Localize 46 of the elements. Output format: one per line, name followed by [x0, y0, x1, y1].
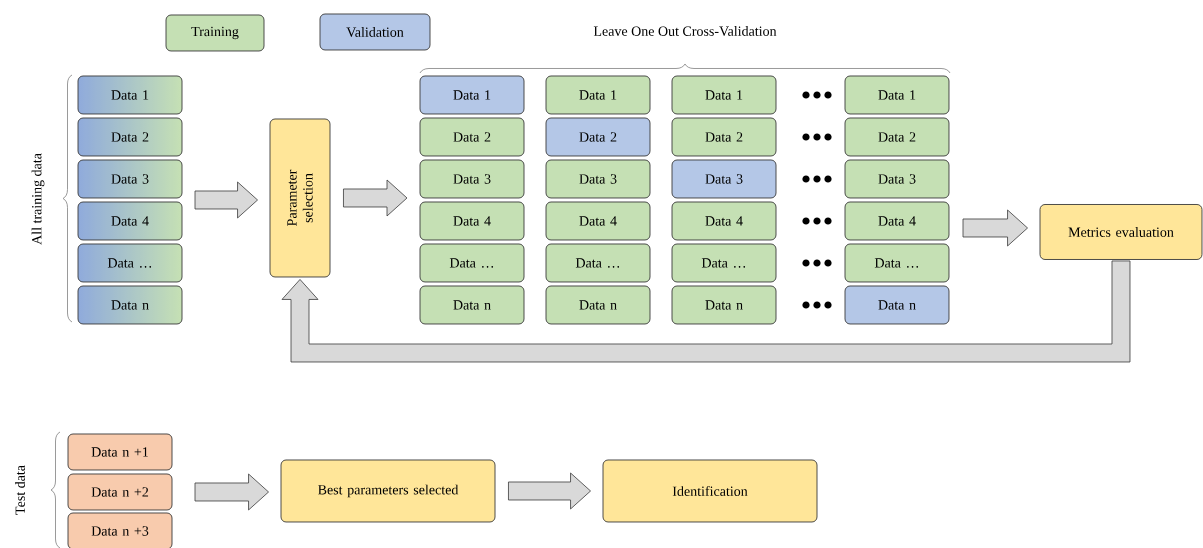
data-box: Data n +3 — [67, 512, 173, 548]
data-box: Data n — [671, 285, 777, 325]
data-box: Data 1 — [844, 75, 950, 115]
data-box: Data 1 — [545, 75, 651, 115]
data-box: Data 4 — [419, 201, 525, 241]
data-box: Data 2 — [419, 117, 525, 157]
data-box: Data 4 — [77, 201, 183, 241]
data-box: Data 2 — [671, 117, 777, 157]
data-box: Data … — [545, 243, 651, 283]
label: Test data — [15, 465, 25, 515]
data-box: Data n — [844, 285, 950, 325]
label: All training data — [31, 153, 45, 245]
process-box: Best parameters selected — [280, 459, 496, 523]
data-box: Data 2 — [77, 117, 183, 157]
data-box: Data n — [545, 285, 651, 325]
data-box: Data 2 — [545, 117, 651, 157]
data-box: Data 3 — [545, 159, 651, 199]
data-box: Data 3 — [419, 159, 525, 199]
data-box: Data … — [419, 243, 525, 283]
data-box: Data 4 — [545, 201, 651, 241]
data-box: Data n — [77, 285, 183, 325]
block-arrow — [281, 260, 1131, 363]
parameter-box: Parameter selection — [269, 118, 331, 278]
data-box: Data … — [844, 243, 950, 283]
data-box: Data … — [671, 243, 777, 283]
data-box: Data 2 — [844, 117, 950, 157]
block-arrow — [194, 181, 258, 219]
data-box: Data … — [77, 243, 183, 283]
label: Leave One Out Cross-Validation — [593, 26, 777, 36]
data-box: Data 3 — [671, 159, 777, 199]
block-arrow — [194, 473, 269, 511]
data-box: Data 1 — [77, 75, 183, 115]
data-box: Data n +2 — [67, 473, 173, 511]
block-arrow — [962, 209, 1028, 247]
data-box: Data 4 — [671, 201, 777, 241]
block-arrow — [343, 179, 408, 217]
data-box: Data 1 — [419, 75, 525, 115]
data-box: Data n — [419, 285, 525, 325]
data-box: Data 3 — [77, 159, 183, 199]
process-box: Identification — [602, 459, 818, 523]
metrics-box: Metrics evaluation — [1039, 204, 1203, 260]
data-box: Data 3 — [844, 159, 950, 199]
block-arrow — [508, 472, 591, 510]
data-box: Data 4 — [844, 201, 950, 241]
data-box: Data 1 — [671, 75, 777, 115]
data-box: Data n +1 — [67, 433, 173, 471]
